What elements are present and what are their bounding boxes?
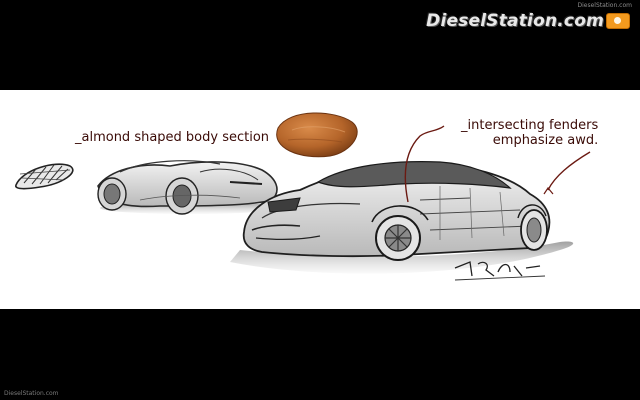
site-logo[interactable]: DieselStation.com bbox=[426, 10, 630, 32]
almond-shape-sketch bbox=[15, 163, 74, 190]
logo-wordmark: DieselStation.com bbox=[426, 11, 604, 31]
sketch-drawing bbox=[15, 112, 591, 281]
annotation-leader-lines bbox=[404, 125, 591, 203]
almond-nut-illustration bbox=[276, 112, 358, 158]
main-car-sketch bbox=[230, 161, 574, 274]
annotation-fenders-line-2: emphasize awd. bbox=[492, 133, 599, 148]
artist-signature bbox=[454, 261, 546, 281]
annotation-almond-body: _almond shaped body section bbox=[75, 130, 270, 145]
annotation-fenders-line-1: _intersecting fenders bbox=[461, 118, 599, 133]
car-concept-sketch: _almond shaped body section _intersectin… bbox=[0, 90, 640, 309]
annotation-intersecting-fenders: _intersecting fenders emphasize awd. bbox=[461, 118, 598, 148]
rear-car-sketch bbox=[97, 160, 280, 215]
bottom-watermark-credit: DieselStation.com bbox=[4, 390, 59, 397]
logo-badge-icon bbox=[606, 13, 630, 29]
top-watermark-credit: DieselStation.com bbox=[577, 2, 632, 9]
